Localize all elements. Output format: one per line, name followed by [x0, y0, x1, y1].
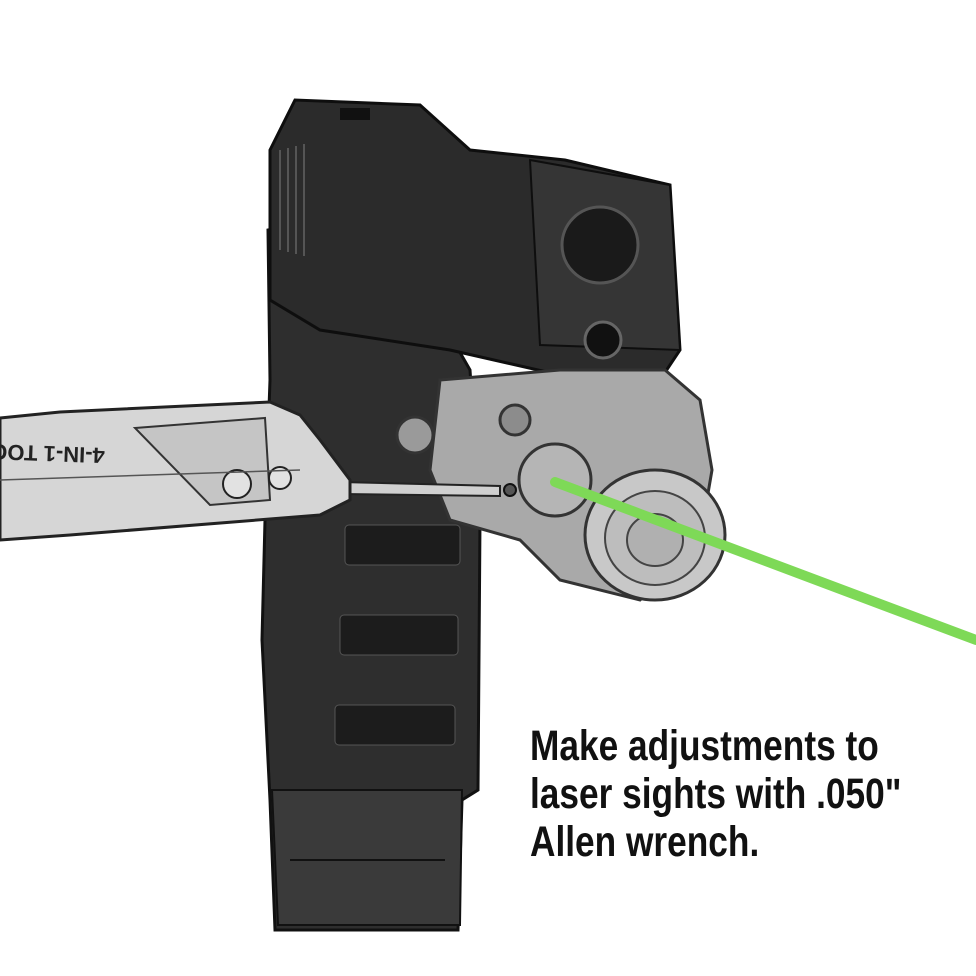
pistol-slide [268, 98, 682, 382]
pistol-frame [260, 213, 482, 932]
caption-line: laser sights with .050" [530, 770, 902, 818]
multi-tool: 4-IN-1 TOOL F [0, 400, 352, 542]
laser-beam [550, 477, 976, 645]
tool-label: 4-IN-1 TOOL F [0, 438, 105, 468]
caption: Make adjustments to laser sights with .0… [530, 722, 902, 866]
caption-line: Make adjustments to [530, 722, 879, 770]
grip-texture [334, 524, 461, 746]
caption-line: Allen wrench. [530, 818, 760, 866]
